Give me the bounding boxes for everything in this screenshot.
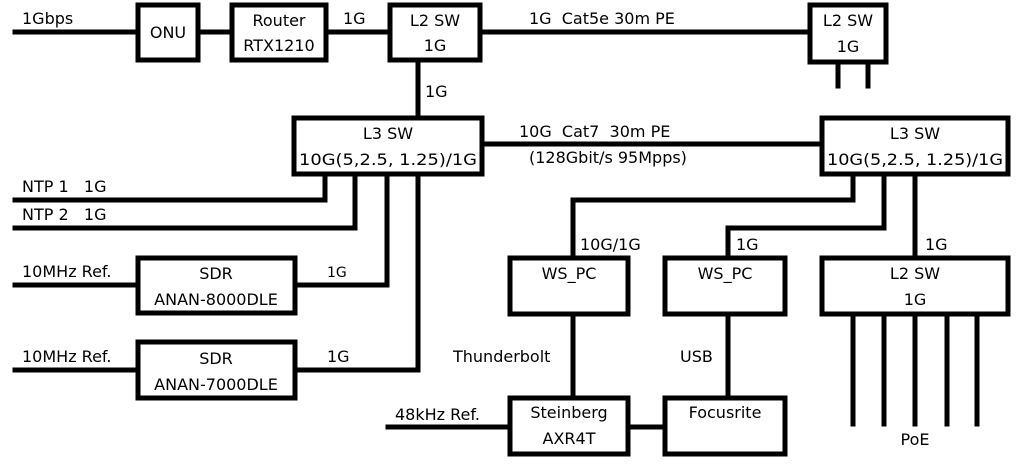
node-onu: ONU: [135, 2, 201, 63]
node-sdr-7000-model: ANAN-7000DLE: [154, 375, 278, 394]
node-l2-poe: L2 SW 1G: [819, 255, 1011, 317]
node-l3-right: L3 SW 10G(5,2.5, 1.25)/1G: [819, 115, 1011, 177]
node-l2-poe-label: L2 SW: [890, 264, 940, 283]
node-sdr-8000-label: SDR: [199, 264, 233, 283]
node-l2-remote-speed: 1G: [837, 37, 860, 56]
link-ws-pc-1-label: 10G/1G: [580, 235, 641, 254]
node-l2-poe-speed: 1G: [904, 290, 927, 309]
link-l2-poe-label: 1G: [925, 235, 948, 254]
node-l3-right-label: L3 SW: [890, 124, 940, 143]
wire-sdr8000: [292, 171, 390, 288]
link-l2-l3-label: 1G: [425, 82, 448, 101]
node-l2-top-speed: 1G: [424, 36, 447, 55]
node-onu-label: ONU: [150, 23, 186, 42]
node-ws-pc-1: WS_PC: [507, 255, 631, 317]
input-ref-48k-label: 48kHz Ref.: [395, 405, 480, 424]
node-steinberg: Steinberg AXR4T: [507, 395, 631, 457]
node-focusrite: Focusrite: [662, 395, 788, 457]
input-ref-8000-label: 10MHz Ref.: [22, 262, 111, 281]
node-l3-left-label: L3 SW: [363, 124, 413, 143]
link-thunderbolt-label: Thunderbolt: [452, 347, 550, 366]
link-poe-label: PoE: [901, 430, 930, 449]
wire-sdr7000: [292, 171, 421, 373]
node-l2-top: L2 SW 1G: [387, 2, 483, 63]
node-sdr-7000-label: SDR: [199, 349, 233, 368]
link-l2-remote-label: 1G Cat5e 30m PE: [529, 9, 675, 28]
node-l3-left: L3 SW 10G(5,2.5, 1.25)/1G: [291, 115, 485, 177]
node-ws-pc-2: WS_PC: [662, 255, 788, 317]
link-l3-l3-label: 10G Cat7 30m PE: [519, 122, 670, 141]
node-l2-remote-label: L2 SW: [823, 11, 873, 30]
wire-l3-wspc1: [570, 171, 856, 261]
node-sdr-8000: SDR ANAN-8000DLE: [135, 255, 298, 316]
wire-ntp2: [12, 171, 358, 231]
node-steinberg-model: AXR4T: [543, 429, 596, 448]
input-wan-label: 1Gbps: [22, 9, 73, 28]
node-router: Router RTX1210: [229, 2, 329, 63]
node-router-model: RTX1210: [243, 36, 314, 55]
input-ntp2-label: NTP 2 1G: [22, 205, 107, 224]
link-sdr-8000-label: 1G: [327, 265, 347, 281]
node-sdr-7000: SDR ANAN-7000DLE: [135, 339, 298, 401]
input-ref-7000-label: 10MHz Ref.: [22, 347, 111, 366]
node-steinberg-label: Steinberg: [530, 403, 607, 422]
node-l2-remote: L2 SW 1G: [807, 2, 889, 65]
node-sdr-8000-model: ANAN-8000DLE: [154, 290, 278, 309]
link-ws-pc-2-label: 1G: [736, 235, 759, 254]
node-focusrite-label: Focusrite: [689, 403, 762, 422]
node-ws-pc-1-label: WS_PC: [542, 264, 597, 284]
wire-ntp1: [12, 171, 328, 203]
node-ws-pc-2-label: WS_PC: [698, 264, 753, 284]
link-sdr-7000-label: 1G: [327, 347, 350, 366]
wires: [12, 29, 980, 430]
node-router-label: Router: [252, 11, 305, 30]
input-ntp1-label: NTP 1 1G: [22, 177, 107, 196]
node-l3-left-speed: 10G(5,2.5, 1.25)/1G: [299, 150, 477, 169]
link-usb-label: USB: [680, 347, 713, 366]
wire-l3-wspc2: [725, 171, 887, 261]
link-router-l2-label: 1G: [343, 9, 366, 28]
node-l3-right-speed: 10G(5,2.5, 1.25)/1G: [827, 150, 1003, 169]
link-l3-l3-capacity: (128Gbit/s 95Mpps): [529, 148, 687, 167]
node-l2-top-label: L2 SW: [410, 11, 460, 30]
